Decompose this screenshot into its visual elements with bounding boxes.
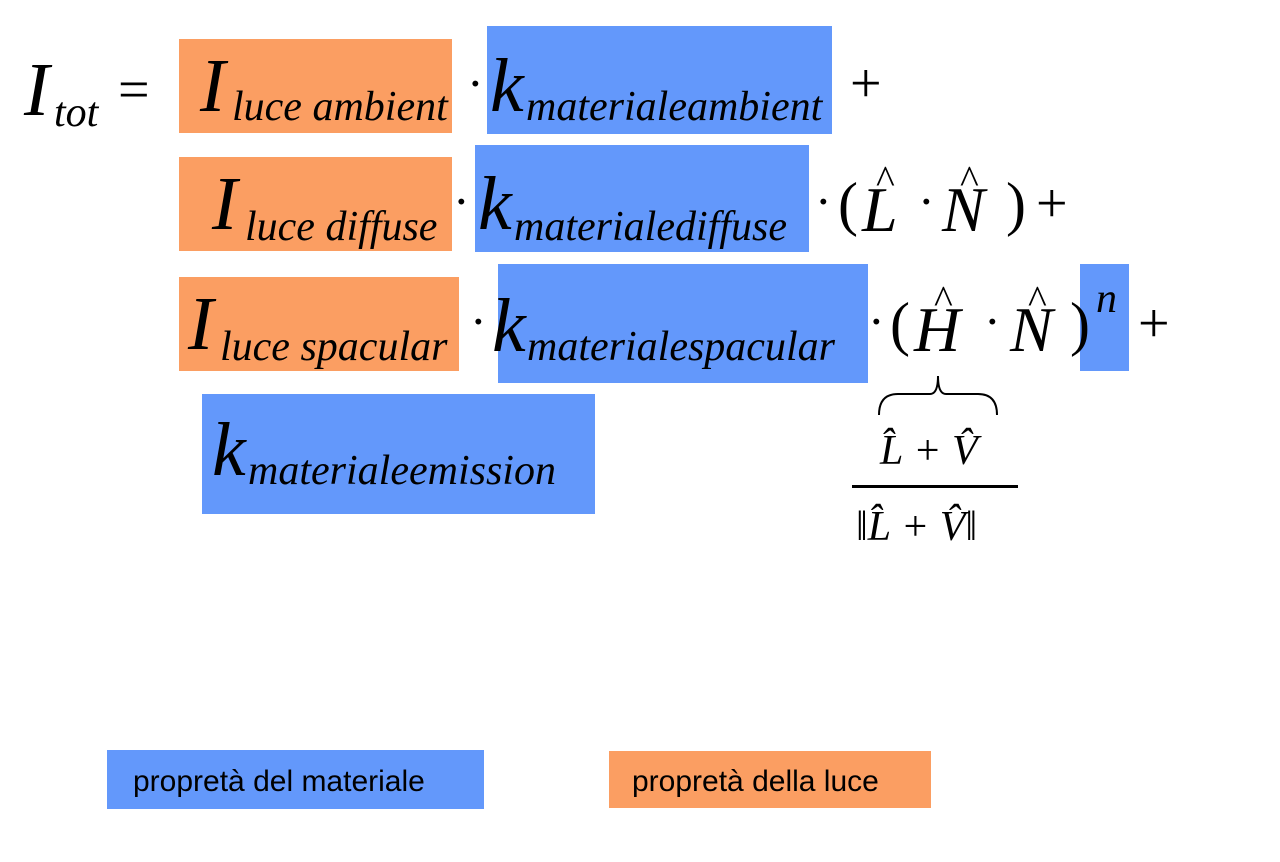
close-paren: ): [1070, 291, 1090, 357]
specular-material-symbol: k: [492, 284, 526, 368]
light-direction-vector: L ^: [862, 160, 898, 245]
emission-material-symbol: k: [212, 408, 246, 492]
vector-letter: N: [942, 174, 985, 245]
emission-material-subscript: materialeemission: [248, 448, 556, 494]
vector-letter: L: [862, 174, 898, 245]
vector-letter: N: [1010, 294, 1053, 365]
light-ambient-highlight: [179, 39, 452, 133]
hat-accent: ^: [876, 157, 895, 202]
shininess-exponent: n: [1096, 276, 1117, 322]
material-ambient-highlight: [487, 26, 832, 134]
diffuse-light-symbol: I: [212, 162, 238, 246]
dot-operator: ·: [918, 173, 935, 229]
specular-material-subscript: materialespacular: [527, 324, 835, 370]
equals-sign: =: [118, 59, 150, 121]
hat-accent: ^: [1028, 277, 1047, 322]
plus-sign: +: [1036, 173, 1068, 235]
ambient-light-subscript: luce ambient: [232, 84, 448, 130]
open-paren: (: [838, 171, 858, 237]
legend-light-label: propretà della luce: [632, 765, 879, 798]
material-emission-highlight: [202, 394, 595, 514]
fraction-denominator: ‖L̂ + V̂‖: [856, 504, 978, 550]
diffuse-material-symbol: k: [478, 162, 512, 246]
diffuse-light-subscript: luce diffuse: [245, 204, 438, 250]
close-paren: ): [1006, 171, 1026, 237]
lhs-subscript: tot: [54, 90, 99, 136]
normal-vector: N ^: [942, 160, 985, 245]
half-vector: H ^: [914, 280, 961, 365]
legend-material: propretà del materiale: [107, 750, 484, 809]
dot-operator: ·: [453, 173, 470, 229]
light-diffuse-highlight: [179, 157, 452, 251]
hat-accent: ^: [934, 277, 953, 322]
ambient-light-symbol: I: [200, 44, 226, 128]
fraction-bar: [852, 485, 1018, 488]
fraction-numerator: L̂ + V̂: [880, 428, 978, 474]
open-paren: (: [890, 291, 910, 357]
underbrace: [878, 375, 998, 416]
dot-operator: ·: [815, 173, 832, 229]
exponent-highlight: [1080, 264, 1129, 371]
specular-light-symbol: I: [188, 282, 214, 366]
hat-accent: ^: [960, 157, 979, 202]
dot-operator: ·: [868, 293, 885, 349]
material-specular-highlight: [498, 264, 868, 383]
light-specular-highlight: [179, 277, 459, 371]
dot-operator: ·: [467, 55, 484, 111]
dot-operator: ·: [984, 293, 1001, 349]
legend-light: propretà della luce: [609, 751, 931, 808]
vector-letter: H: [914, 294, 961, 365]
diffuse-material-subscript: materialediffuse: [514, 204, 787, 250]
ambient-material-subscript: materialeambient: [526, 84, 823, 130]
specular-light-subscript: luce spacular: [220, 324, 448, 370]
normal-vector: N ^: [1010, 280, 1053, 365]
plus-sign: +: [1138, 293, 1170, 355]
ambient-material-symbol: k: [490, 44, 524, 128]
dot-operator: ·: [470, 293, 487, 349]
plus-sign: +: [850, 53, 882, 115]
legend-material-label: propretà del materiale: [133, 765, 425, 798]
lhs-symbol: I: [24, 48, 50, 132]
material-diffuse-highlight: [475, 145, 809, 252]
